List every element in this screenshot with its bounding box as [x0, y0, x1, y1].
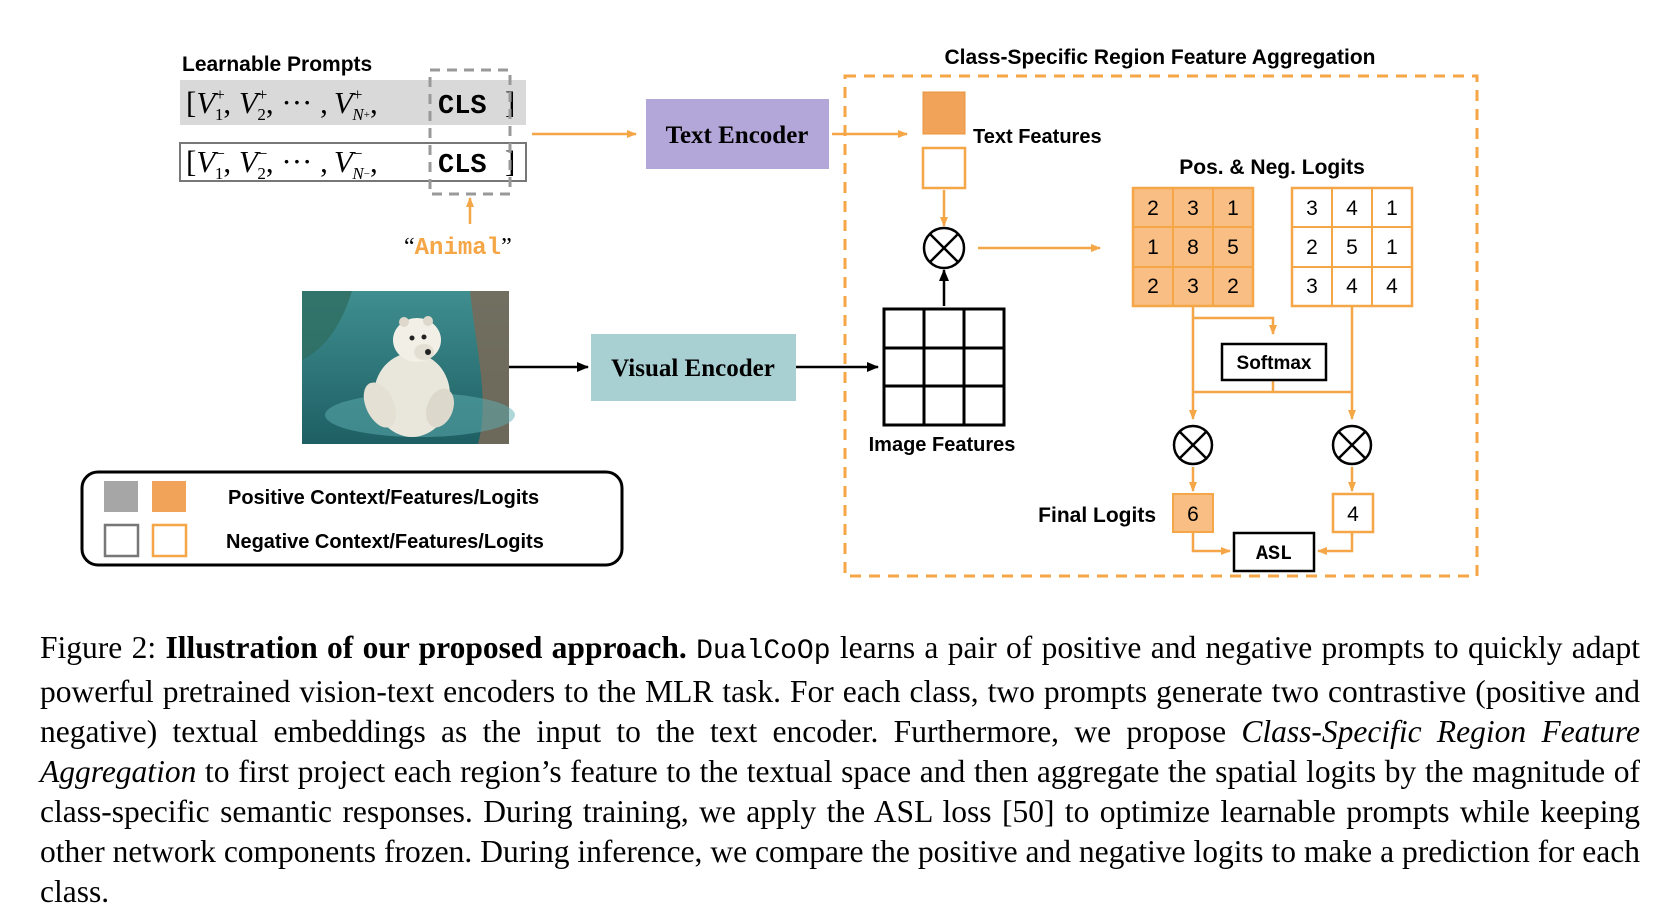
pos-logit: 3	[1187, 275, 1199, 298]
positive-cls-token: CLS	[438, 92, 487, 122]
positive-logits-grid: 2 3 1 1 8 5 2 3 2	[1131, 186, 1255, 308]
region-aggregation-title: Class-Specific Region Feature Aggregatio…	[945, 46, 1376, 69]
pos-logit: 2	[1227, 275, 1239, 298]
caption-bold-title: Illustration of our proposed approach.	[165, 630, 687, 665]
asl-loss-box	[1232, 531, 1316, 573]
caption-label: Figure 2:	[40, 630, 157, 665]
positive-prompt-box	[180, 80, 526, 125]
pos-logit: 1	[1147, 236, 1159, 259]
negative-logits-grid: 3 4 1 2 5 1 3 4 4	[1290, 186, 1414, 308]
neg-logit: 3	[1306, 275, 1318, 298]
negative-prompt: [V−1, V−2, ··· ,V−N−,	[186, 144, 378, 183]
multiply-node	[922, 226, 966, 270]
negative-multiply-node	[1331, 424, 1373, 466]
neg-logit: 4	[1386, 275, 1398, 298]
pos-logit: 5	[1227, 236, 1239, 259]
text-features-label: Text Features	[973, 126, 1102, 148]
visual-encoder-label: Visual Encoder	[611, 355, 775, 382]
legend-positive-feature-swatch	[152, 481, 186, 512]
figure-caption: Figure 2: Illustration of our proposed a…	[40, 628, 1640, 912]
region-aggregation-frame	[843, 74, 1479, 578]
final-negative-logit: 4	[1347, 503, 1359, 526]
text-encoder-label: Text Encoder	[666, 122, 809, 149]
cls-token-highlight	[428, 68, 512, 196]
negative-cls-token: CLS	[438, 151, 487, 181]
legend-box	[80, 470, 624, 567]
legend-negative-context-swatch	[103, 523, 140, 558]
softmax-label: Softmax	[1237, 353, 1312, 374]
pos-logit: 1	[1227, 197, 1239, 220]
negative-text-feature	[921, 146, 967, 190]
neg-logit: 1	[1386, 236, 1398, 259]
neg-logit: 3	[1306, 197, 1318, 220]
negative-prompt-box	[179, 142, 527, 182]
input-image-polar-bear	[302, 291, 515, 444]
neg-logit: 1	[1386, 197, 1398, 220]
final-negative-logit-box	[1331, 492, 1375, 534]
image-features-grid	[882, 307, 1006, 427]
legend-negative-label: Negative Context/Features/Logits	[226, 531, 544, 553]
pos-logit: 2	[1147, 197, 1159, 220]
positive-text-feature	[922, 91, 966, 135]
text-encoder-box	[646, 99, 829, 169]
legend-positive-label: Positive Context/Features/Logits	[228, 487, 539, 509]
logit-routing	[1189, 306, 1356, 555]
image-features-label: Image Features	[869, 434, 1016, 456]
softmax-box	[1220, 342, 1328, 382]
positive-prompt: [V+1, V+2, ··· ,V+N+,	[186, 85, 378, 124]
final-positive-logit: 6	[1187, 503, 1199, 526]
pos-logit: 2	[1147, 275, 1159, 298]
caption-italic-term: Class-Specific Region Feature Aggregatio…	[40, 714, 1641, 789]
visual-encoder-box	[591, 334, 796, 401]
asl-loss-label: ASL	[1256, 543, 1292, 566]
class-word: “Animal”	[404, 234, 512, 262]
legend-negative-feature-swatch	[151, 523, 188, 558]
positive-prompt-close: ]	[505, 85, 515, 120]
final-logits-label: Final Logits	[1038, 504, 1156, 527]
neg-logit: 2	[1306, 236, 1318, 259]
positive-multiply-node	[1172, 424, 1214, 466]
neg-logit: 4	[1346, 275, 1358, 298]
pos-logit: 8	[1187, 236, 1199, 259]
pos-logit: 3	[1187, 197, 1199, 220]
neg-logit: 4	[1346, 197, 1358, 220]
prompts-title: Learnable Prompts	[182, 53, 372, 76]
neg-logit: 5	[1346, 236, 1358, 259]
final-positive-logit-box	[1172, 493, 1214, 533]
caption-text-2: to first project each region’s feature t…	[40, 754, 1641, 909]
method-diagram: Learnable Prompts [V+1, V+2, ··· ,V+N+, …	[80, 46, 1479, 578]
caption-method-name: DualCoOp	[696, 636, 831, 667]
caption-text-1: learns a pair of positive and negative p…	[40, 630, 1641, 749]
logits-title: Pos. & Neg. Logits	[1179, 156, 1365, 179]
legend-positive-context-swatch	[104, 481, 138, 512]
